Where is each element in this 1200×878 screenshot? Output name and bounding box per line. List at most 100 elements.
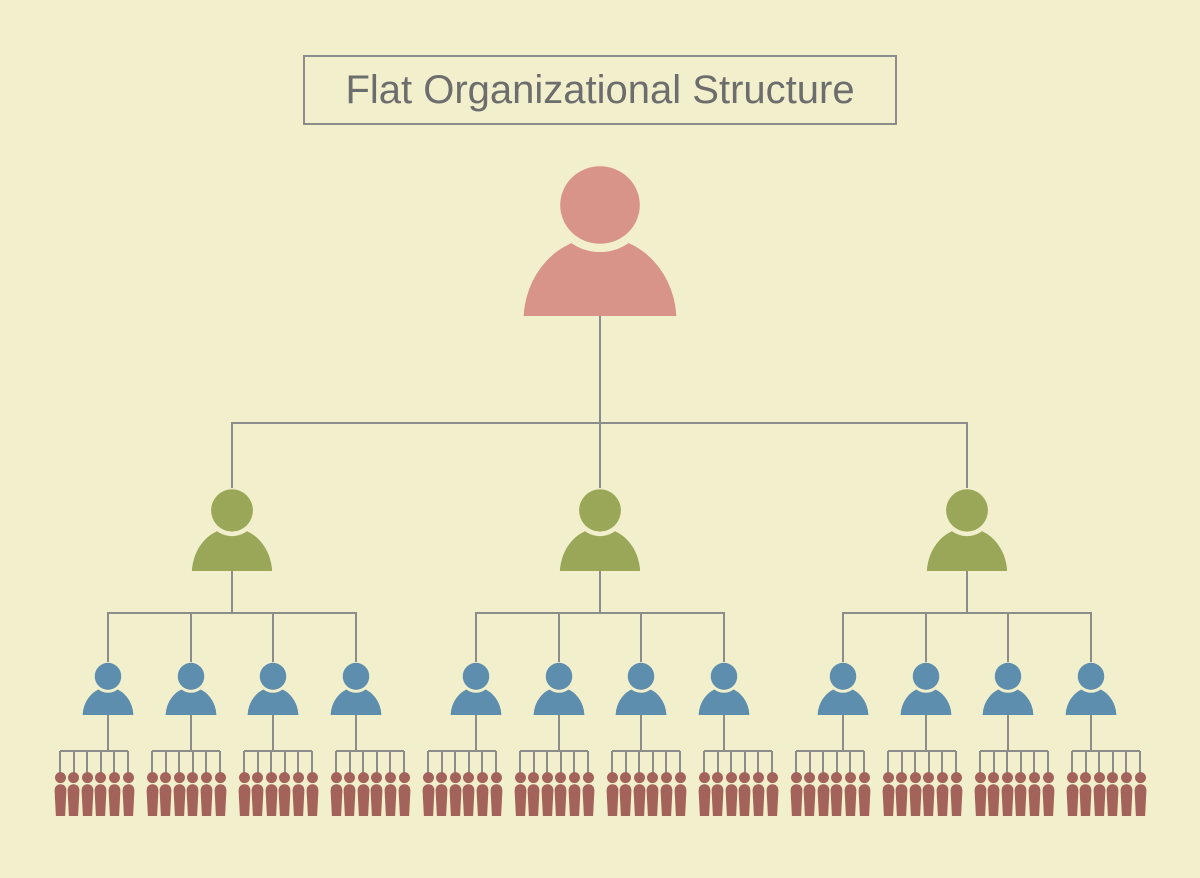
staff-person-icon (527, 772, 540, 816)
connector-line (1090, 613, 1092, 666)
staff-person-icon (159, 772, 172, 816)
connector-line (362, 751, 365, 773)
staff-person-icon (1028, 772, 1041, 816)
staff-person-icon (633, 772, 646, 816)
connector-line (256, 751, 259, 773)
connector-line (743, 751, 746, 773)
staff-person-icon (1014, 772, 1027, 816)
staff-person-icon (265, 772, 278, 816)
team-lead-person-icon (615, 659, 667, 746)
team-lead-person-icon (247, 659, 299, 746)
staff-person-icon (108, 772, 121, 816)
connector-line (842, 713, 844, 752)
staff-person-icon (370, 772, 383, 816)
team-lead-person-icon (82, 659, 134, 746)
connector-line (270, 751, 273, 773)
connector-line (244, 750, 312, 752)
connector-line (191, 751, 194, 773)
connector-line (519, 751, 521, 773)
connector-line (1007, 713, 1010, 752)
connector-line (979, 751, 981, 773)
connector-line (113, 751, 116, 773)
team-lead-person-icon (1065, 659, 1117, 746)
connector-line (557, 713, 560, 752)
connector-line (955, 751, 957, 773)
staff-person-icon (251, 772, 264, 816)
chart-title-box: Flat Organizational Structure (303, 55, 897, 125)
connector-line (532, 751, 535, 773)
connector-line (335, 751, 337, 773)
connector-line (189, 613, 192, 666)
connector-line (375, 751, 378, 773)
connector-line (440, 751, 443, 773)
staff-person-icon (660, 772, 673, 816)
connector-line (454, 751, 457, 773)
connector-line (992, 751, 995, 773)
connector-line (297, 751, 300, 773)
connector-line (348, 751, 351, 773)
staff-person-icon (173, 772, 186, 816)
connector-line (243, 751, 245, 773)
connector-line (599, 423, 601, 493)
connector-line (914, 751, 917, 773)
staff-person-icon (950, 772, 963, 816)
staff-person-icon (646, 772, 659, 816)
connector-line (467, 751, 470, 773)
staff-person-icon (67, 772, 80, 816)
connector-line (403, 751, 405, 773)
connector-line (107, 612, 357, 614)
staff-person-icon (462, 772, 475, 816)
team-lead-person-icon (330, 659, 382, 746)
connector-line (475, 613, 477, 666)
connector-line (679, 751, 681, 773)
connector-line (272, 613, 275, 666)
connector-line (573, 751, 576, 773)
team-lead-person-icon (165, 659, 217, 746)
staff-person-icon (94, 772, 107, 816)
connector-line (723, 613, 725, 666)
connector-line (1071, 751, 1073, 773)
team-lead-person-icon (698, 659, 750, 746)
connector-line (72, 751, 75, 773)
team-lead-person-icon (533, 659, 585, 746)
connector-line (924, 713, 927, 752)
connector-line (1006, 751, 1009, 773)
connector-line (924, 613, 927, 666)
staff-person-icon (895, 772, 908, 816)
staff-person-icon (54, 772, 67, 816)
connector-line (1125, 751, 1128, 773)
connector-line (651, 751, 654, 773)
staff-person-icon (1134, 772, 1147, 816)
staff-person-icon (817, 772, 830, 816)
connector-line (475, 612, 725, 614)
connector-line (599, 568, 601, 614)
staff-person-icon (186, 772, 199, 816)
connector-line (389, 751, 392, 773)
connector-line (231, 568, 233, 614)
staff-person-icon (81, 772, 94, 816)
connector-line (127, 751, 129, 773)
connector-line (888, 750, 956, 752)
connector-line (1111, 751, 1114, 773)
connector-line (842, 613, 844, 666)
connector-line (730, 751, 733, 773)
connector-line (757, 751, 760, 773)
connector-line (835, 751, 838, 773)
connector-line (231, 423, 233, 493)
connector-line (1139, 751, 1141, 773)
staff-person-icon (490, 772, 503, 816)
connector-line (1090, 713, 1092, 752)
connector-line (795, 751, 797, 773)
staff-person-icon (122, 772, 135, 816)
connector-line (189, 713, 192, 752)
staff-person-icon (909, 772, 922, 816)
staff-person-icon (1079, 772, 1092, 816)
staff-person-icon (606, 772, 619, 816)
staff-person-icon (725, 772, 738, 816)
connector-line (599, 314, 601, 424)
connector-line (495, 751, 497, 773)
connector-line (716, 751, 719, 773)
connector-line (808, 751, 811, 773)
connector-line (900, 751, 903, 773)
connector-line (59, 751, 61, 773)
